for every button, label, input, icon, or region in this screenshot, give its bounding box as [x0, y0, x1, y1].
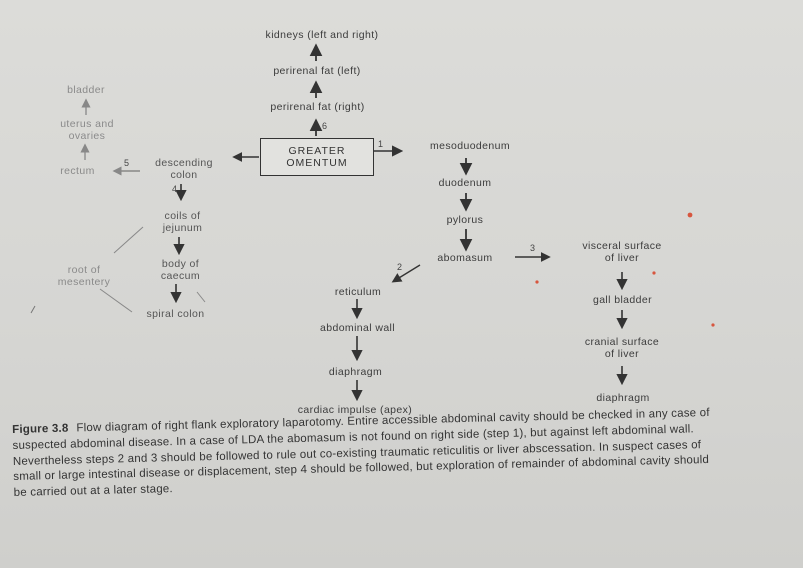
speck-1: [687, 212, 693, 218]
line-spiral-colon-stroke: [196, 291, 206, 303]
box-line-2: OMENTUM: [286, 157, 348, 169]
line-left-stray: [30, 305, 36, 314]
node-diaphragm-mid: diaphragm: [328, 366, 383, 378]
step-2-label: 2: [397, 262, 403, 272]
node-gall-bladder: gall bladder: [592, 294, 653, 306]
uterus-ovaries-line-1: uterus and: [60, 118, 114, 130]
line-mesentery-to-spiral-colon: [99, 288, 133, 313]
visceral-surface-line-1: visceral surface: [582, 240, 662, 252]
node-visceral-surface: visceral surface of liver: [562, 240, 682, 264]
root-mesentery-line-1: root of: [67, 264, 101, 276]
greater-omentum-box: GREATER OMENTUM: [260, 138, 374, 176]
speck-2: [652, 271, 656, 275]
node-descending-colon: descending colon: [143, 157, 225, 181]
node-abdominal-wall: abdominal wall: [319, 322, 396, 334]
descending-colon-line-2: colon: [170, 169, 198, 181]
cranial-surface-line-2: of liver: [604, 348, 640, 360]
node-uterus-ovaries: uterus and ovaries: [52, 118, 122, 142]
figure-label: Figure 3.8: [12, 422, 69, 436]
node-duodenum: duodenum: [438, 177, 492, 189]
node-rectum: rectum: [60, 165, 95, 177]
body-caecum-line-1: body of: [161, 258, 200, 270]
node-mesoduodenum: mesoduodenum: [429, 140, 511, 152]
node-cranial-surface: cranial surface of liver: [562, 336, 682, 360]
node-spiral-colon: spiral colon: [146, 308, 205, 320]
speck-4: [711, 323, 715, 327]
node-perirenal-right: perirenal fat (right): [270, 101, 365, 113]
descending-colon-line-1: descending: [155, 157, 213, 169]
uterus-ovaries-line-2: ovaries: [68, 130, 106, 142]
step-6-label: 6: [322, 121, 328, 131]
node-cardiac-impulse: cardiac impulse (apex): [297, 404, 413, 416]
node-reticulum: reticulum: [334, 286, 382, 298]
node-kidneys: kidneys (left and right): [265, 29, 379, 41]
node-coils-jejunum: coils of jejunum: [145, 210, 220, 234]
node-pylorus: pylorus: [446, 214, 484, 226]
root-mesentery-line-2: mesentery: [57, 276, 111, 288]
visceral-surface-line-2: of liver: [604, 252, 640, 264]
coils-jejunum-line-1: coils of: [164, 210, 201, 222]
body-caecum-line-2: caecum: [160, 270, 201, 282]
node-bladder: bladder: [67, 84, 105, 96]
coils-jejunum-line-2: jejunum: [162, 222, 203, 234]
node-root-mesentery: root of mesentery: [48, 264, 120, 288]
box-line-1: GREATER: [288, 145, 346, 157]
step-5-label: 5: [124, 158, 130, 168]
speck-3: [535, 280, 539, 284]
node-abomasum: abomasum: [437, 252, 493, 264]
step-1-label: 1: [378, 139, 384, 149]
node-perirenal-left: perirenal fat (left): [273, 65, 361, 77]
cranial-surface-line-1: cranial surface: [584, 336, 660, 348]
caption-text: Flow diagram of right flank exploratory …: [12, 406, 710, 500]
arrow-abomasum-to-reticulum: [391, 264, 421, 283]
step-3-label: 3: [530, 243, 536, 253]
node-diaphragm-right: diaphragm: [596, 392, 650, 404]
line-jejunum-to-mesentery: [113, 226, 144, 254]
step-4-label: 4: [172, 184, 178, 194]
node-body-caecum: body of caecum: [143, 258, 218, 282]
